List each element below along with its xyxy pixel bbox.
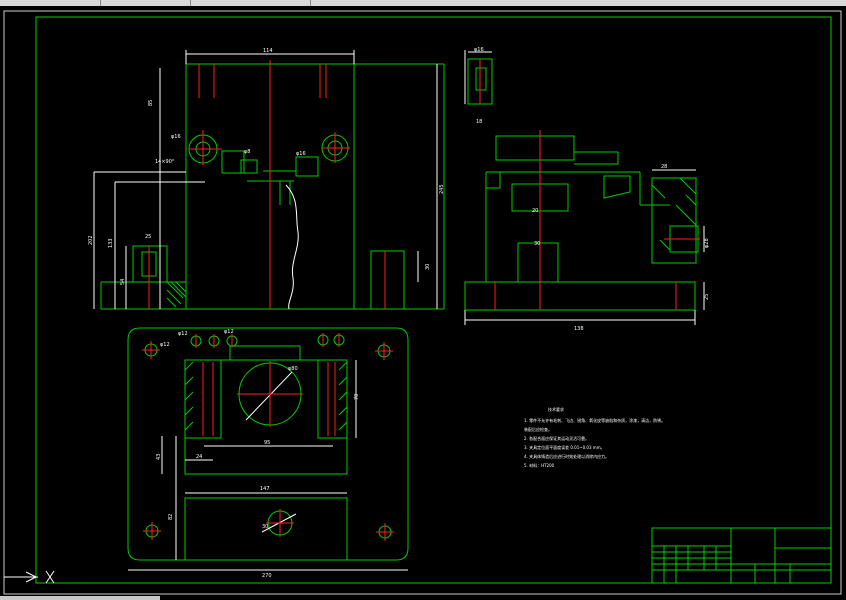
dim-text: 114 <box>263 48 273 54</box>
notes-line: 装配后应检查。 <box>524 426 552 432</box>
dim-text: 85 <box>148 100 154 106</box>
dim-text: φ16 <box>171 134 181 140</box>
dim-text: 202 <box>88 235 94 245</box>
notes-line: 3. 夹具定位面平面度误差 0.01~0.03 mm。 <box>524 444 605 450</box>
side-view <box>464 50 705 325</box>
plan-view <box>127 327 409 571</box>
dim-text: 30 <box>425 264 431 270</box>
notes-line: 4. 夹具体铸造后应进行时效处理以消除内应力。 <box>524 453 609 459</box>
notes-line: 2. 各配合面应保证其运动灵活可靠。 <box>524 435 589 441</box>
dim-text: 24 <box>196 454 202 460</box>
side-view-dimension-texts: φ16 18 20 30 φ28 25 28 138 <box>474 47 710 332</box>
dim-text: φ80 <box>288 366 298 372</box>
dim-text: 43 <box>156 454 162 460</box>
technical-notes: 技术要求 1. 零件不允许有毛刺、飞边、锐角、氧化皮等缺陷和杂质，涂漆，清洁，防… <box>524 406 665 468</box>
front-view-dimension-texts: 114 85 φ16 14×90° φ8 φ16 245 202 133 54 … <box>88 48 445 285</box>
dim-text: φ16 <box>474 47 484 53</box>
dim-text: 54 <box>120 279 126 285</box>
dim-text: 30 <box>262 524 268 530</box>
dim-text: 30 <box>534 241 540 247</box>
dim-text: φ12 <box>160 342 170 348</box>
dim-text: φ8 <box>244 149 250 155</box>
dim-text: 14×90° <box>155 159 175 165</box>
drawing-frame <box>35 16 832 584</box>
front-view <box>93 50 445 310</box>
ucs-axis-icon <box>4 570 55 584</box>
dim-text: 25 <box>145 234 151 240</box>
dim-text: 270 <box>262 573 272 579</box>
dim-text: 70 <box>354 394 360 400</box>
sheet-outer-border <box>3 10 842 595</box>
dim-text: 20 <box>532 208 538 214</box>
notes-title: 技术要求 <box>548 406 564 412</box>
dim-text: 82 <box>168 514 174 520</box>
plan-view-centerlines <box>142 333 394 541</box>
title-block <box>651 527 832 584</box>
dim-text: 25 <box>704 294 710 300</box>
dim-text: 147 <box>260 486 270 492</box>
toolbar-segment[interactable] <box>190 0 311 6</box>
toolbar-segment[interactable] <box>0 0 101 6</box>
dim-text: 133 <box>108 238 114 248</box>
dim-text: 245 <box>439 184 445 194</box>
notes-line: 1. 零件不允许有毛刺、飞边、锐角、氧化皮等缺陷和杂质，涂漆，清洁，防锈。 <box>524 417 665 423</box>
toolbar-segment[interactable] <box>100 0 191 6</box>
dim-text: 95 <box>264 440 270 446</box>
plan-base-outline <box>127 327 409 561</box>
dim-text: 138 <box>574 326 584 332</box>
dim-text: 28 <box>661 164 667 170</box>
dim-text: 18 <box>476 119 482 125</box>
plan-view-dimension-texts: φ12 φ12 φ12 φ80 70 95 24 43 147 82 30 27… <box>156 329 360 579</box>
dim-text: φ12 <box>178 331 188 337</box>
front-view-centerlines <box>148 60 386 309</box>
dim-text: φ28 <box>704 238 710 248</box>
window-toolbar-strip <box>0 0 846 6</box>
status-strip <box>0 596 160 600</box>
dim-text: φ12 <box>224 329 234 335</box>
dim-text: φ16 <box>296 151 306 157</box>
side-view-centerlines <box>479 59 700 310</box>
notes-line: 5. 材料：HT200 <box>524 462 555 468</box>
